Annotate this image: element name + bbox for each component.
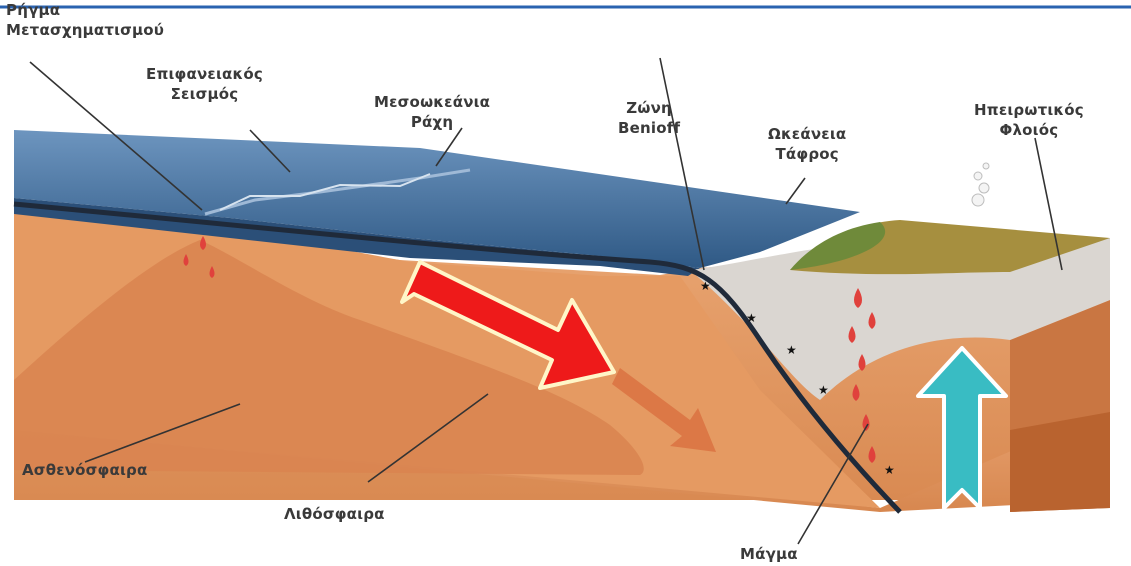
- label-transform-rift-line2: Μετασχηματισμού: [6, 20, 164, 40]
- label-lithosphere: Λιθόσφαιρα: [284, 504, 385, 524]
- label-benioff-zone-line2: Benioff: [618, 118, 680, 138]
- label-ocean-trench-line2: Τάφρος: [768, 144, 846, 164]
- label-ocean-trench: Ωκεάνεια Τάφρος: [768, 124, 846, 164]
- label-magma: Μάγμα: [740, 544, 798, 564]
- svg-text:★: ★: [700, 279, 711, 293]
- label-benioff-zone-line1: Ζώνη: [618, 98, 680, 118]
- svg-text:★: ★: [786, 343, 797, 357]
- label-ocean-trench-line1: Ωκεάνεια: [768, 124, 846, 144]
- label-asthenosphere: Ασθενόσφαιρα: [22, 460, 147, 480]
- svg-text:★: ★: [818, 383, 829, 397]
- label-continental-crust: Ηπειρωτικός Φλοιός: [974, 100, 1084, 140]
- label-mid-ocean-ridge-line2: Ράχη: [374, 112, 490, 132]
- label-continental-crust-line2: Φλοιός: [974, 120, 1084, 140]
- label-benioff-zone: Ζώνη Benioff: [618, 98, 680, 138]
- smoke-icon: [972, 163, 989, 206]
- label-transform-rift-line1: Ρήγμα: [6, 0, 164, 20]
- label-continental-crust-line1: Ηπειρωτικός: [974, 100, 1084, 120]
- svg-text:★: ★: [884, 463, 895, 477]
- label-mid-ocean-ridge: Μεσοωκεάνια Ράχη: [374, 92, 490, 132]
- label-mid-ocean-ridge-line1: Μεσοωκεάνια: [374, 92, 490, 112]
- label-shallow-quake-line1: Επιφανειακός: [146, 64, 263, 84]
- svg-text:★: ★: [746, 311, 757, 325]
- label-shallow-quake-line2: Σεισμός: [146, 84, 263, 104]
- label-shallow-quake: Επιφανειακός Σεισμός: [146, 64, 263, 104]
- label-transform-rift: Ρήγμα Μετασχηματισμού: [6, 0, 164, 40]
